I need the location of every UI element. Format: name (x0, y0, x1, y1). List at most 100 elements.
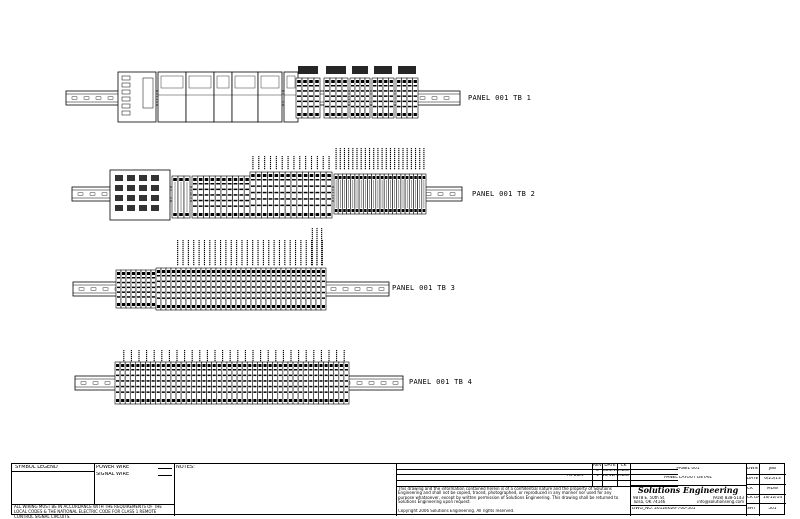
tb3-block-b-2 (165, 267, 172, 311)
tb3-block-b-29 (300, 267, 307, 311)
tb4-block-20 (216, 361, 223, 405)
relay-tag-4 (398, 66, 416, 74)
tb3-block-a-6 (145, 269, 152, 309)
tb4-block-44 (338, 361, 345, 405)
relay-group-0-3 (313, 77, 321, 119)
tb2-block-c-7 (290, 171, 298, 219)
tb2-block-c-9 (302, 171, 309, 219)
tb2-block-b-9 (243, 175, 251, 219)
tb3-block-b-30 (305, 267, 312, 311)
relay-tag-2 (352, 66, 368, 74)
relay-group-3-0 (371, 77, 378, 119)
tb4-block-5 (140, 361, 146, 405)
tb2-block-c-5 (278, 171, 286, 219)
company-email: info@solutionseng.com (697, 500, 744, 504)
sht-value: 501 (768, 507, 777, 511)
tb3-block-b-33 (320, 267, 327, 311)
confidential-notice: This drawing and the information contain… (398, 487, 619, 504)
power-wire-label: POWER WIRE (96, 465, 130, 470)
signal-wire-symbol (158, 475, 172, 476)
tb3-block-b-14 (225, 267, 232, 311)
tb3-block-b-27 (290, 267, 297, 311)
tb3-block-b-16 (235, 267, 242, 311)
company-address-2: Tulsa, OK 74146 (633, 500, 666, 504)
relay-group-4-3 (412, 77, 419, 119)
relay-group-2-2 (359, 77, 366, 119)
tb4-block-22 (226, 361, 233, 405)
tb3-block-b-13 (220, 267, 227, 311)
relay-group-1-0 (323, 77, 331, 119)
tb4-block-34 (287, 361, 294, 405)
relay-group-3-1 (377, 77, 384, 119)
tb3-block-b-23 (270, 267, 277, 311)
ck-header: CK (620, 464, 627, 468)
relay-group-2-3 (364, 77, 371, 119)
tb3-block-a-2 (125, 269, 132, 309)
tb2-block-b-8 (238, 175, 245, 219)
tb3-block-b-11 (210, 267, 217, 311)
tb2-block-c-8 (296, 171, 304, 219)
panel-tb3-label: PANEL 001 TB 3 (392, 284, 456, 292)
relay-group-3-3 (388, 77, 395, 119)
io-module-1 (185, 71, 215, 123)
io-module-3 (231, 71, 259, 123)
tb3-block-b-8 (195, 267, 202, 311)
tb3-block-b-19 (250, 267, 257, 311)
dwn-value: JBB (768, 467, 777, 471)
dwn-label: DWN (747, 467, 758, 471)
tb4-block-19 (211, 361, 218, 405)
sheet-title: PANEL LAYOUT DETAIL (664, 476, 712, 480)
panel-name: PANEL 001 (676, 467, 700, 471)
panel-tb1-label: PANEL 001 TB 1 (468, 94, 532, 102)
ck-date-label: CK DATE (747, 496, 760, 500)
relay-group-2-1 (354, 77, 361, 119)
tb3-block-b-24 (275, 267, 282, 311)
copyright-notice: Copyright 2006 Solutions Engineering. Al… (398, 509, 515, 513)
tb3-block-b-20 (255, 267, 262, 311)
symbol-legend-title: SYMBOL LEGEND (15, 465, 58, 470)
tb2-block-b-7 (232, 175, 239, 219)
tb4-block-39 (313, 361, 319, 405)
relay-group-4-0 (395, 77, 402, 119)
drawing-number: DWG_NO. 2012E626-700-501 (632, 507, 696, 511)
tb2-block-b-0 (191, 175, 199, 219)
date-label: DATE (747, 477, 759, 481)
title-block: SYMBOL LEGEND POWER WIRE SIGNAL WIRE NOT… (11, 463, 786, 519)
rev-row-1-rev: 1 (596, 474, 599, 478)
relay-group-4-2 (406, 77, 413, 119)
tb2-block-c-4 (273, 171, 280, 219)
tb4-block-14 (185, 361, 192, 405)
tb3-block-a-4 (135, 269, 142, 309)
tb4-block-45 (343, 361, 350, 405)
tb2-block-c-1 (255, 171, 263, 219)
tb3-block-b-5 (180, 267, 187, 311)
tb3-block-b-28 (295, 267, 302, 311)
tb4-block-33 (282, 361, 289, 405)
rev-row-0-ck: MDW (617, 469, 630, 473)
tb3-block-b-10 (205, 267, 212, 311)
io-module-0 (157, 71, 187, 123)
tb4-block-32 (277, 361, 284, 405)
panel-tb2-label: PANEL 001 TB 2 (472, 190, 536, 198)
tb4-block-43 (333, 361, 340, 405)
tb2-block-c-11 (314, 171, 321, 219)
tb4-block-41 (323, 361, 329, 405)
relay-tag-0 (298, 66, 318, 74)
tb4-block-11 (170, 361, 177, 405)
tb3-block-a-1 (120, 269, 127, 309)
relay-group-1-2 (335, 77, 343, 119)
tb4-block-16 (196, 361, 202, 405)
tb4-block-15 (191, 361, 197, 405)
tb4-block-9 (160, 361, 167, 405)
tb4-block-26 (246, 361, 253, 405)
tb4-block-12 (175, 361, 182, 405)
panel-layout-drawing (65, 66, 463, 405)
tb3-block-b-12 (215, 267, 222, 311)
tb4-block-18 (206, 361, 212, 405)
rev-row-1-desc: As Built (567, 474, 584, 478)
tb3-block-b-17 (240, 267, 247, 311)
tb2-block-c-0 (249, 171, 257, 219)
tb4-block-42 (328, 361, 335, 405)
tb4-block-4 (135, 361, 141, 405)
tb2-block-c-10 (308, 171, 315, 219)
